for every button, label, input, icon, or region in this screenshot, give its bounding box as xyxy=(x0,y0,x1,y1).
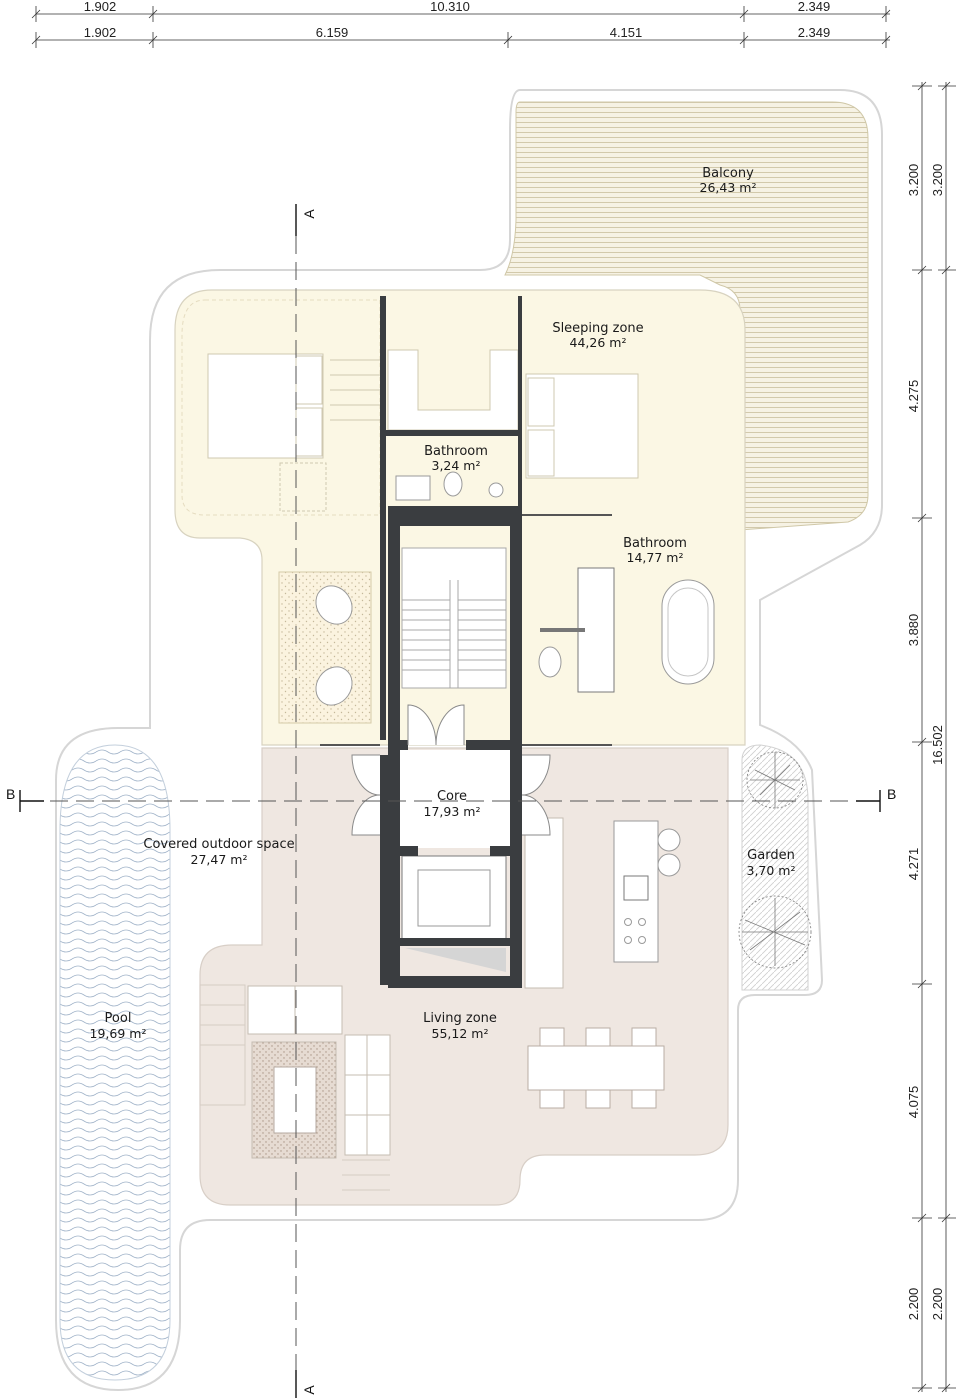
balcony-name: Balcony xyxy=(702,166,754,181)
pool: Pool 19,69 m² xyxy=(59,744,171,1381)
dim-right-1: 3.200 xyxy=(906,164,921,197)
dim-right-2: 4.275 xyxy=(906,380,921,413)
core-name: Core xyxy=(437,789,467,804)
dim-top-5: 6.159 xyxy=(316,25,349,40)
section-a-top: A xyxy=(301,209,317,219)
pool-area: 19,69 m² xyxy=(90,1026,147,1041)
sleeping-zone-name: Sleeping zone xyxy=(552,321,643,336)
doors xyxy=(351,704,551,836)
dimension-labels-top: 1.902 10.310 2.349 1.902 6.159 4.151 2.3… xyxy=(84,0,831,40)
pool-name: Pool xyxy=(105,1011,132,1026)
garden: Garden 3,70 m² xyxy=(738,744,812,991)
bathroom-large: Bathroom 14,77 m² xyxy=(538,536,715,693)
bathroom-small-area: 3,24 m² xyxy=(432,458,481,473)
bathroom-small-name: Bathroom xyxy=(424,444,488,459)
bathroom-large-area: 14,77 m² xyxy=(627,550,684,565)
bathroom-large-name: Bathroom xyxy=(623,536,687,551)
dim-top-1: 1.902 xyxy=(84,0,117,14)
dining-table xyxy=(527,1027,665,1109)
dim-right-inner-1: 3.200 xyxy=(930,164,945,197)
dim-right-4: 4.271 xyxy=(906,848,921,881)
garden-area: 3,70 m² xyxy=(747,863,796,878)
core: Core 17,93 m² xyxy=(388,750,520,848)
glazing xyxy=(320,514,612,746)
living-zone-name: Living zone xyxy=(423,1011,497,1026)
section-markers xyxy=(19,204,881,1398)
bathroom-small: Bathroom 3,24 m² xyxy=(388,436,518,506)
dim-top-6: 4.151 xyxy=(610,25,643,40)
dimension-lines-right xyxy=(912,81,956,1393)
sleeping-zone-area: 44,26 m² xyxy=(570,335,627,350)
dim-top-7: 2.349 xyxy=(798,25,831,40)
dim-top-3: 2.349 xyxy=(798,0,831,14)
tree-icon xyxy=(738,751,812,969)
living-zone-area: 55,12 m² xyxy=(432,1026,489,1041)
section-a-bottom: A xyxy=(301,1385,317,1395)
site-outline xyxy=(55,89,883,1392)
garden-name: Garden xyxy=(747,848,795,863)
dim-right-3: 3.880 xyxy=(906,614,921,647)
balcony-area: 26,43 m² xyxy=(700,180,757,195)
section-b-right: B xyxy=(887,786,896,802)
balcony: Balcony 26,43 m² xyxy=(504,101,869,531)
bed-right xyxy=(525,373,639,479)
dim-total: 16.502 xyxy=(930,725,945,765)
staircase xyxy=(401,547,507,689)
covered-outdoor-area: 27,47 m² xyxy=(191,852,248,867)
dim-right-6: 2.200 xyxy=(906,1288,921,1321)
walls xyxy=(380,296,522,988)
covered-outdoor-name: Covered outdoor space xyxy=(143,837,294,852)
kitchen-island xyxy=(524,817,681,989)
sofa-set xyxy=(199,984,391,1191)
dim-top-2: 10.310 xyxy=(430,0,470,14)
core-area: 17,93 m² xyxy=(424,804,481,819)
dim-top-4: 1.902 xyxy=(84,25,117,40)
lounge-rug xyxy=(278,571,372,724)
lift xyxy=(401,855,507,972)
dimension-lines-top xyxy=(31,6,891,48)
section-b-left: B xyxy=(6,786,15,802)
dim-right-inner-2: 2.200 xyxy=(930,1288,945,1321)
dim-right-5: 4.075 xyxy=(906,1086,921,1119)
dimension-labels-right: 3.200 4.275 3.880 4.271 4.075 2.200 3.20… xyxy=(906,164,945,1321)
